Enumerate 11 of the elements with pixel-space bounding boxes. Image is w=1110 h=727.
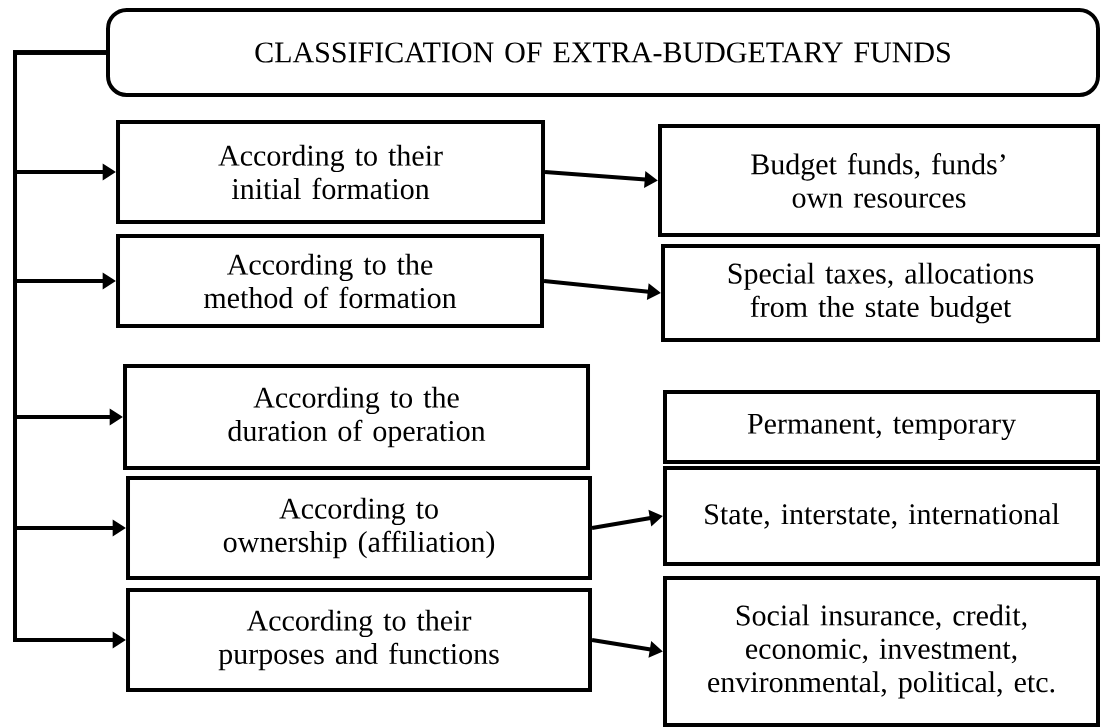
category-box: State, interstate, international <box>663 466 1100 566</box>
category-box: According to their purposes and functions <box>126 588 592 692</box>
category-box: According to their initial formation <box>116 120 545 224</box>
category-box: According to the method of formation <box>116 234 544 328</box>
title-box: CLASSIFICATION OF EXTRA-BUDGETARY FUNDS <box>106 8 1100 97</box>
category-box: Permanent, temporary <box>663 390 1100 464</box>
category-box: Budget funds, funds’ own resources <box>658 124 1100 237</box>
category-box: Social insurance, credit, economic, investment, environmental, political, etc. <box>663 576 1100 727</box>
category-box: According to ownership (affiliation) <box>126 476 592 580</box>
category-box: According to the duration of operation <box>123 364 590 470</box>
category-box: Special taxes, allocations from the state budget <box>661 244 1100 342</box>
